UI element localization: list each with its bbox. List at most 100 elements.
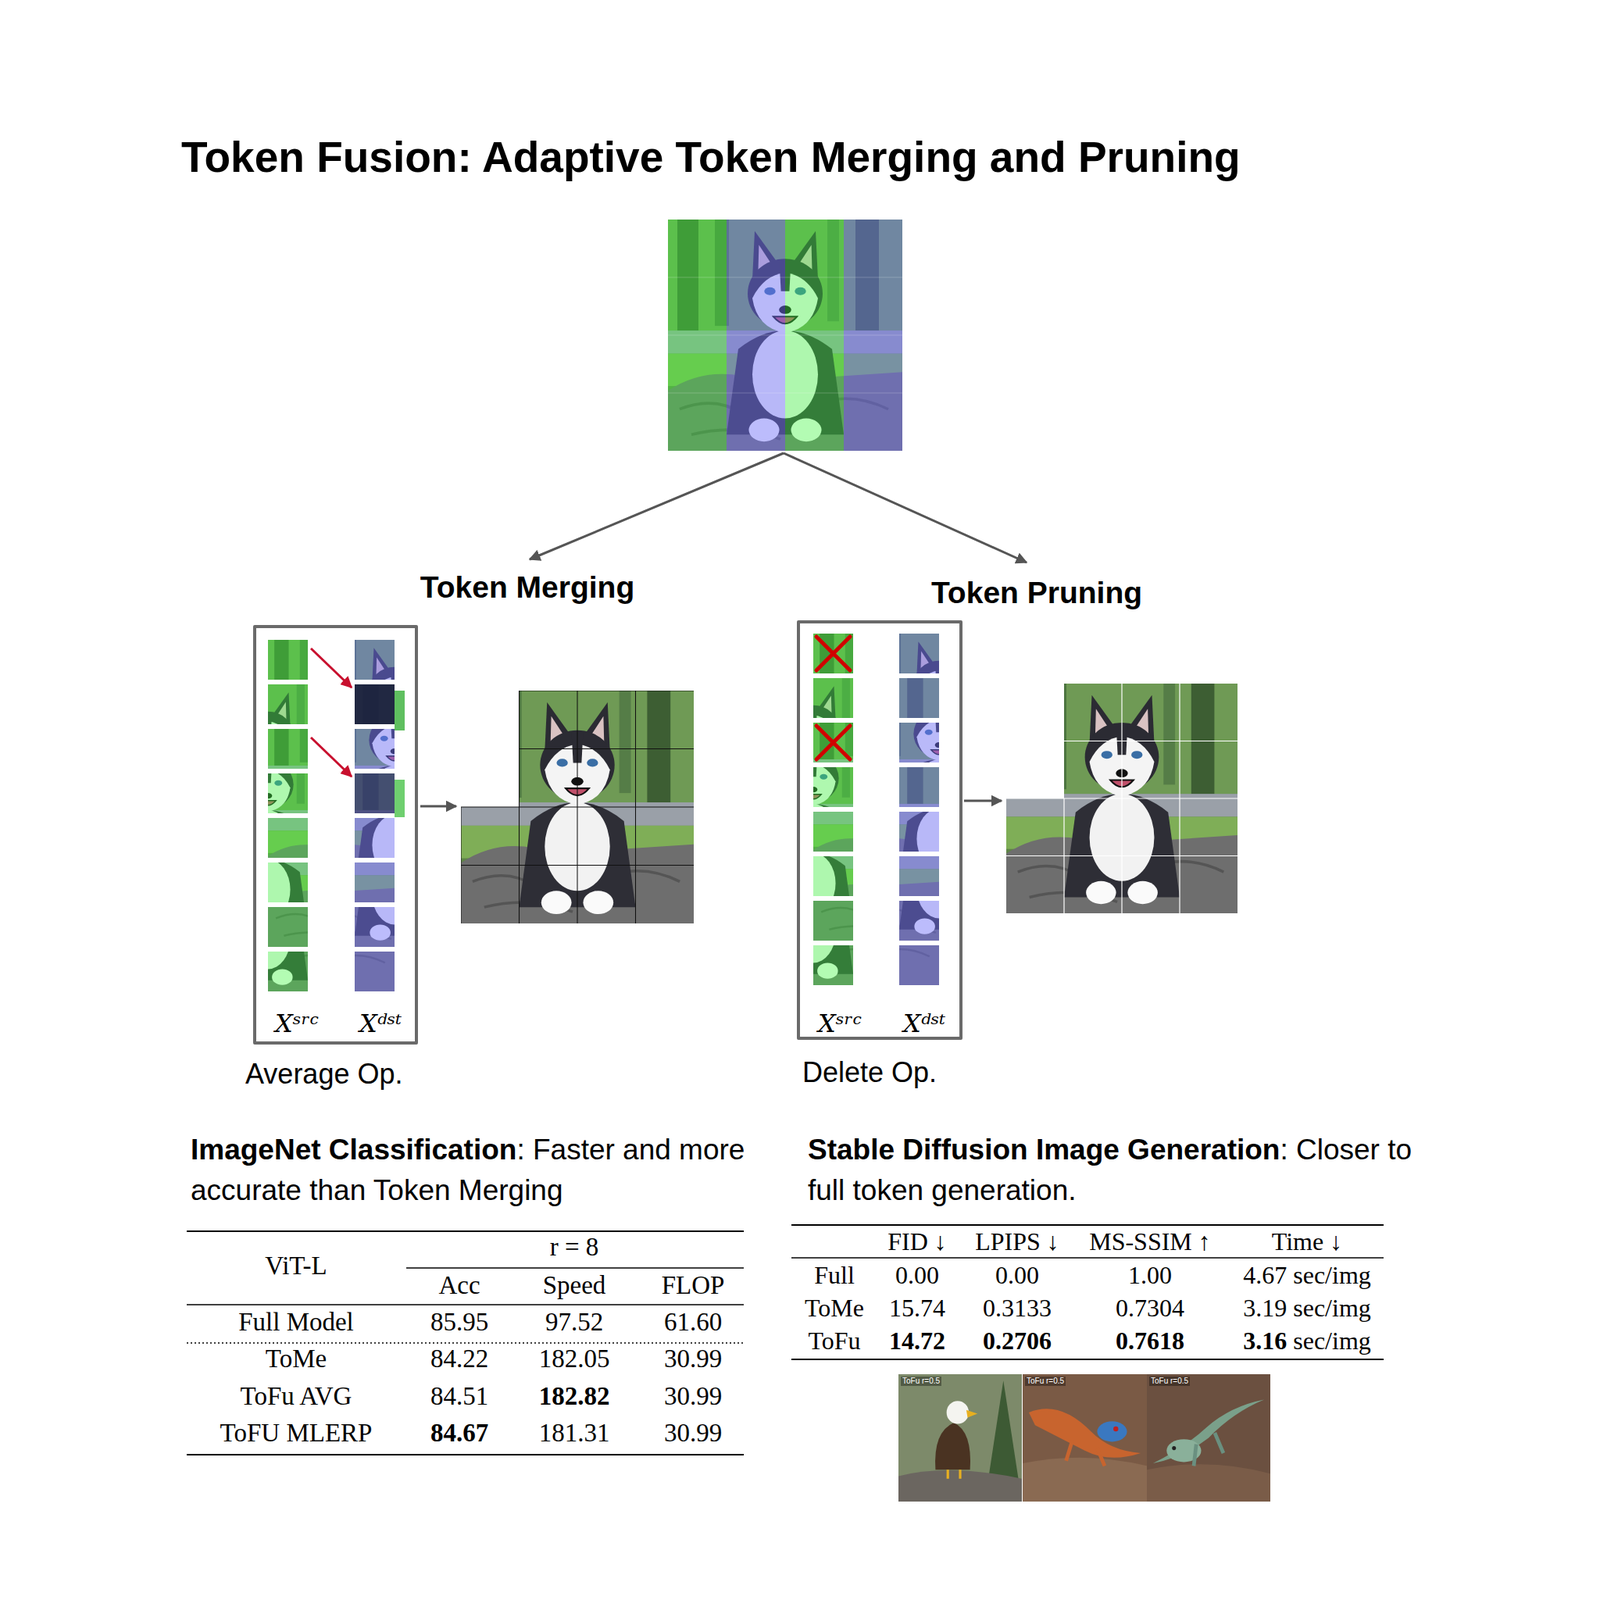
sample-image [1146, 1374, 1271, 1502]
table-header: FLOP [661, 1271, 725, 1301]
merge-marks [310, 648, 405, 818]
patch-tint [354, 862, 395, 903]
table-cell: 85.95 [430, 1307, 489, 1338]
sample-image [935, 1422, 971, 1470]
patch-tint [267, 684, 308, 725]
patch-tint [899, 633, 940, 674]
sample-image [898, 1374, 1271, 1502]
input-image [667, 277, 903, 393]
row-label: ToFu AVG [240, 1382, 353, 1412]
image-patch [779, 825, 940, 986]
image-patch [779, 825, 940, 986]
patch-tint [813, 767, 854, 808]
merge-marks [310, 648, 352, 688]
image-patch [813, 781, 973, 941]
sample-image [1066, 1440, 1105, 1467]
sample-image [1022, 1457, 1147, 1502]
table-cell-group: 3.16sec/img [1242, 1326, 1372, 1356]
patch-tint [899, 900, 940, 941]
column-label: Xᵈˢᵗ [359, 1009, 402, 1039]
sample-image [898, 1374, 1022, 1502]
merged-image [460, 690, 694, 924]
image-patch [859, 781, 1019, 941]
patch-tint [267, 951, 308, 992]
image-patch [188, 832, 348, 992]
sample-image [1096, 1421, 1127, 1442]
patch-tint [813, 678, 854, 718]
pruned-image [1006, 683, 1238, 914]
table-cell: 182.82 [539, 1382, 611, 1412]
table-cell: 0.7304 [1115, 1293, 1185, 1323]
table-header: Speed [542, 1271, 607, 1301]
table-rule [791, 1358, 1384, 1361]
patch-tint [899, 767, 940, 808]
table-cell: 30.99 [664, 1344, 722, 1375]
table-cell: 30.99 [664, 1418, 722, 1449]
sample-image [1146, 1464, 1271, 1502]
patch-tint [267, 728, 308, 769]
panel-heading: Token Merging [420, 570, 635, 606]
table-rule [186, 1303, 744, 1306]
table-rule [791, 1257, 1384, 1259]
table-cell: 0.2706 [982, 1326, 1052, 1356]
sample-image [898, 1470, 1022, 1502]
table-cell: 3.19 sec/img [1242, 1293, 1372, 1323]
patch-tint [813, 856, 854, 897]
patch-tint [813, 945, 854, 986]
flow-arrow [420, 453, 1027, 807]
table-cell: 15.74 [889, 1293, 946, 1323]
row-label: ToMe [265, 1344, 327, 1375]
image-watermark: ToFu r=0.5 [900, 1376, 942, 1386]
patch-tint [354, 728, 395, 769]
table-header: MS-SSIM ↑ [1089, 1227, 1211, 1257]
sample-image [898, 1374, 1022, 1502]
image-patch [733, 825, 893, 986]
patch-tint [354, 951, 395, 992]
merge-marks [354, 773, 395, 814]
sample-image [1113, 1426, 1118, 1433]
table-cell: 84.51 [430, 1382, 489, 1412]
table-cell: 14.72 [889, 1326, 946, 1356]
table-header: r = 8 [550, 1232, 600, 1263]
section-heading-group: ImageNet Classification: Faster and more… [190, 1129, 785, 1211]
patch-tint [354, 817, 395, 858]
image-patch [235, 832, 395, 992]
table-cell: 84.67 [430, 1418, 489, 1449]
sample-image [947, 1469, 961, 1479]
table-cell: 1.00 [1128, 1260, 1172, 1290]
input-image [667, 219, 903, 451]
merge-marks [310, 737, 352, 777]
panel-caption: Average Op. [245, 1057, 403, 1090]
table-cell: 0.00 [895, 1260, 940, 1290]
merged-image [460, 690, 694, 924]
input-image [667, 219, 903, 451]
panel-caption: Delete Op. [802, 1056, 937, 1089]
table-cell: 84.22 [430, 1344, 489, 1375]
table-cell: 61.60 [664, 1307, 722, 1338]
table-cell: 182.05 [539, 1344, 611, 1375]
column-label: Xˢʳᶜ [275, 1009, 319, 1039]
pruned-image [1006, 683, 1238, 914]
column-label: Xᵈˢᵗ [903, 1009, 946, 1039]
table-cell: 30.99 [664, 1382, 722, 1412]
table-header: Time ↓ [1271, 1227, 1343, 1257]
pruned-image [1006, 683, 1238, 914]
patch-tint [899, 856, 940, 897]
image-patch [188, 832, 348, 992]
section-heading: Stable Diffusion Image Generation [807, 1133, 1280, 1166]
panel-heading: Token Pruning [931, 575, 1143, 611]
table-rule [791, 1224, 1384, 1226]
sample-image [1146, 1374, 1271, 1502]
sample-image [946, 1400, 969, 1424]
flow-arrow [529, 453, 784, 560]
table-cell: 97.52 [545, 1307, 604, 1338]
sample-image [1022, 1374, 1147, 1502]
merged-image [460, 690, 694, 924]
image-watermark: ToFu r=0.5 [1149, 1376, 1190, 1386]
table-header: ViT-L [264, 1251, 327, 1282]
sample-image [1028, 1408, 1141, 1458]
patch-tint [354, 684, 395, 725]
patch-tint [813, 900, 854, 941]
merged-image [460, 690, 694, 924]
